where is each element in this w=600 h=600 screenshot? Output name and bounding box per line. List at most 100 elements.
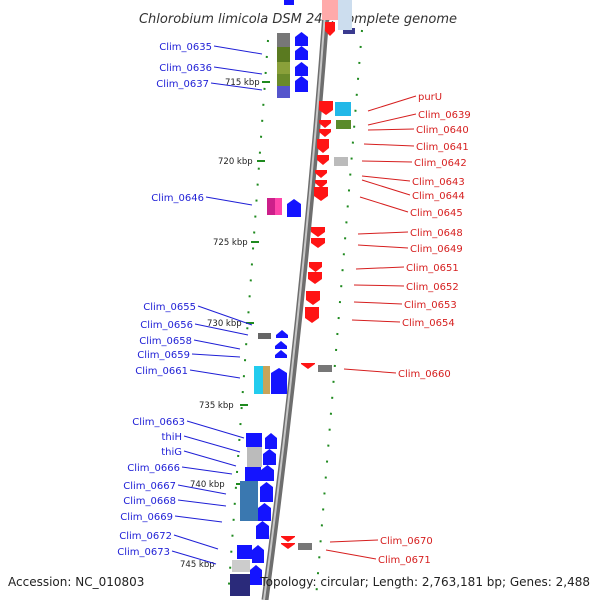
feature-block — [245, 467, 261, 481]
label-connector — [183, 435, 241, 453]
feature-block — [232, 560, 250, 572]
scale-mark-label: 735 kbp — [199, 401, 234, 411]
label-connector — [353, 284, 405, 287]
forward-gene-label[interactable]: Clim_0656 — [140, 320, 193, 331]
reverse-gene-arrow — [325, 22, 335, 36]
forward-gene-arrow — [275, 350, 287, 358]
forward-gene-label[interactable]: Clim_0637 — [156, 79, 209, 90]
reverse-gene-arrow — [281, 536, 295, 542]
forward-gene-label[interactable]: Clim_0658 — [139, 336, 192, 347]
reverse-gene-label[interactable]: Clim_0642 — [414, 158, 467, 169]
label-connector — [197, 305, 253, 326]
genome-backbone-highlight — [263, 0, 327, 600]
scale-mark-label: 740 kbp — [190, 480, 225, 490]
label-connector — [210, 82, 263, 91]
reverse-gene-label[interactable]: Clim_0660 — [398, 369, 451, 380]
label-connector — [213, 45, 263, 55]
reverse-gene-arrow — [317, 139, 329, 153]
reverse-gene-label[interactable]: Clim_0645 — [410, 208, 463, 219]
forward-gene-label[interactable]: Clim_0659 — [137, 350, 190, 361]
reverse-gene-label[interactable]: Clim_0641 — [416, 142, 469, 153]
reverse-gene-label[interactable]: Clim_0643 — [412, 177, 465, 188]
reverse-gene-arrow — [319, 129, 331, 137]
feature-block — [277, 62, 290, 74]
forward-gene-label[interactable]: thiH — [161, 432, 182, 443]
label-connector — [355, 266, 405, 270]
reverse-gene-arrow — [315, 180, 327, 188]
forward-gene-arrow — [258, 503, 271, 521]
forward-gene-label[interactable]: Clim_0655 — [143, 302, 196, 313]
reverse-gene-label[interactable]: Clim_0648 — [410, 228, 463, 239]
forward-gene-arrow — [295, 76, 308, 92]
genome-summary-text: Topology: circular; Length: 2,763,181 bp… — [259, 575, 590, 589]
forward-gene-label[interactable]: Clim_0673 — [117, 547, 170, 558]
feature-block — [277, 33, 290, 47]
forward-gene-arrow — [250, 565, 262, 585]
reverse-gene-label[interactable]: Clim_0649 — [410, 244, 463, 255]
reverse-gene-arrow — [319, 101, 333, 115]
reverse-gene-label[interactable]: Clim_0651 — [406, 263, 459, 274]
reverse-gene-label[interactable]: Clim_0654 — [402, 318, 455, 329]
forward-gene-label[interactable]: Clim_0646 — [151, 193, 204, 204]
reverse-gene-label[interactable]: Clim_0644 — [412, 191, 465, 202]
label-connector — [189, 369, 241, 379]
forward-gene-arrow — [260, 482, 273, 502]
reverse-gene-arrow — [306, 291, 320, 305]
forward-gene-label[interactable]: Clim_0668 — [123, 496, 176, 507]
label-connector — [353, 301, 403, 305]
reverse-gene-arrow — [301, 363, 315, 369]
feature-block — [322, 0, 338, 20]
scale-mark-label: 730 kbp — [207, 319, 242, 329]
forward-gene-label[interactable]: Clim_0661 — [135, 366, 188, 377]
forward-gene-label[interactable]: Clim_0666 — [127, 463, 180, 474]
reverse-gene-label[interactable]: Clim_0671 — [378, 555, 431, 566]
reverse-gene-label[interactable]: Clim_0670 — [380, 536, 433, 547]
forward-gene-label[interactable]: Clim_0669 — [120, 512, 173, 523]
forward-gene-label[interactable]: Clim_0663 — [132, 417, 185, 428]
forward-gene-label[interactable]: Clim_0672 — [119, 531, 172, 542]
forward-gene-label[interactable]: Clim_0636 — [159, 63, 212, 74]
feature-block — [298, 543, 312, 550]
forward-gene-arrow — [284, 0, 294, 5]
reverse-gene-label[interactable]: Clim_0652 — [406, 282, 459, 293]
label-connector — [343, 368, 397, 374]
feature-block — [246, 433, 262, 447]
label-connector — [213, 66, 263, 75]
label-connectors — [171, 45, 417, 565]
reverse-gene-label[interactable]: purU — [418, 92, 442, 103]
feature-block — [338, 0, 352, 30]
scale-mark-label: 720 kbp — [218, 157, 253, 167]
label-connector — [329, 539, 379, 543]
reverse-gene-arrow — [308, 272, 322, 284]
label-connector — [174, 515, 223, 523]
label-connector — [173, 534, 219, 550]
label-connector — [361, 179, 411, 196]
reverse-gene-arrow — [319, 120, 331, 128]
gene-glyphs — [230, 0, 355, 596]
forward-gene-arrow — [265, 433, 277, 449]
reverse-gene-label[interactable]: Clim_0639 — [418, 110, 471, 121]
feature-block — [237, 545, 252, 559]
reverse-gene-label[interactable]: Clim_0640 — [416, 125, 469, 136]
reverse-gene-arrow — [314, 187, 328, 201]
label-connector — [191, 353, 241, 358]
feature-block — [334, 157, 348, 166]
reverse-gene-label[interactable]: Clim_0653 — [404, 300, 457, 311]
feature-block — [230, 574, 250, 596]
scale-mark-label: 745 kbp — [180, 560, 215, 570]
reverse-gene-arrow — [305, 307, 319, 323]
feature-block — [247, 447, 262, 467]
feature-block — [254, 366, 263, 394]
forward-gene-label[interactable]: Clim_0635 — [159, 42, 212, 53]
forward-gene-arrow — [295, 46, 308, 60]
label-connector — [181, 466, 233, 475]
label-connector — [171, 550, 217, 565]
forward-gene-arrow — [276, 330, 288, 338]
forward-gene-arrow — [295, 32, 308, 46]
forward-gene-label[interactable]: Clim_0667 — [123, 481, 176, 492]
forward-gene-label[interactable]: thiG — [161, 447, 182, 458]
label-connector — [357, 231, 409, 235]
scale-mark-label: 715 kbp — [225, 78, 260, 88]
label-connector — [363, 143, 415, 147]
